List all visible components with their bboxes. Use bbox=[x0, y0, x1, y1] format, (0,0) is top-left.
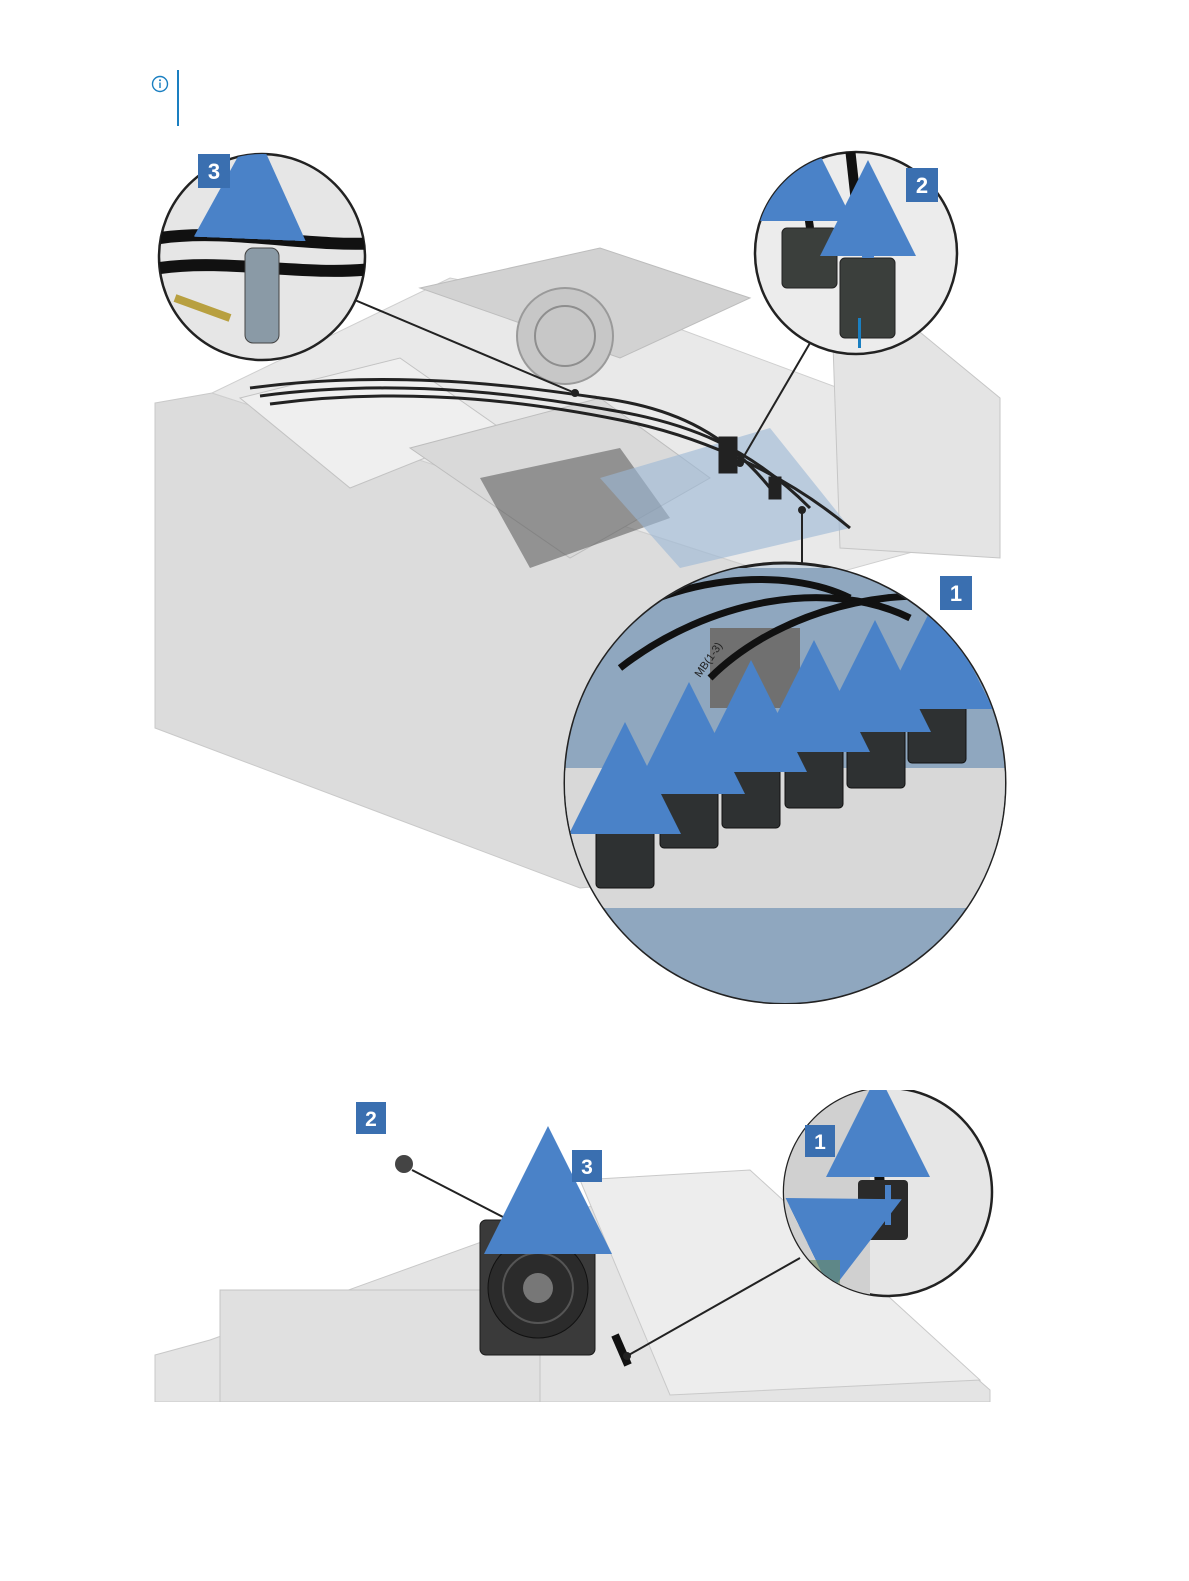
info-icon bbox=[151, 75, 169, 93]
callout-badge-2: 2 bbox=[906, 168, 938, 202]
callout-badge-2: 2 bbox=[356, 1102, 386, 1134]
callout-number: 2 bbox=[365, 1108, 377, 1131]
callout-number: 1 bbox=[950, 581, 962, 606]
figure-cable-removal: MB(1-3) 3 2 1 bbox=[150, 148, 1010, 1004]
callout-number: 3 bbox=[581, 1156, 593, 1179]
figure-fan-removal: 2 3 1 bbox=[150, 1090, 1000, 1402]
note-divider bbox=[177, 70, 179, 126]
callout-badge-3: 3 bbox=[572, 1150, 602, 1182]
callout-number: 1 bbox=[814, 1131, 826, 1154]
callout-number: 2 bbox=[916, 173, 928, 198]
callout-number: 3 bbox=[208, 159, 220, 184]
magnifier-motherboard-connectors: MB(1-3) bbox=[560, 563, 1010, 1004]
callout-badge-1: 1 bbox=[940, 576, 972, 610]
note-marker bbox=[150, 70, 190, 126]
screw-icon bbox=[395, 1155, 413, 1173]
callout-badge-1: 1 bbox=[805, 1125, 835, 1157]
callout-badge-3: 3 bbox=[198, 154, 230, 188]
